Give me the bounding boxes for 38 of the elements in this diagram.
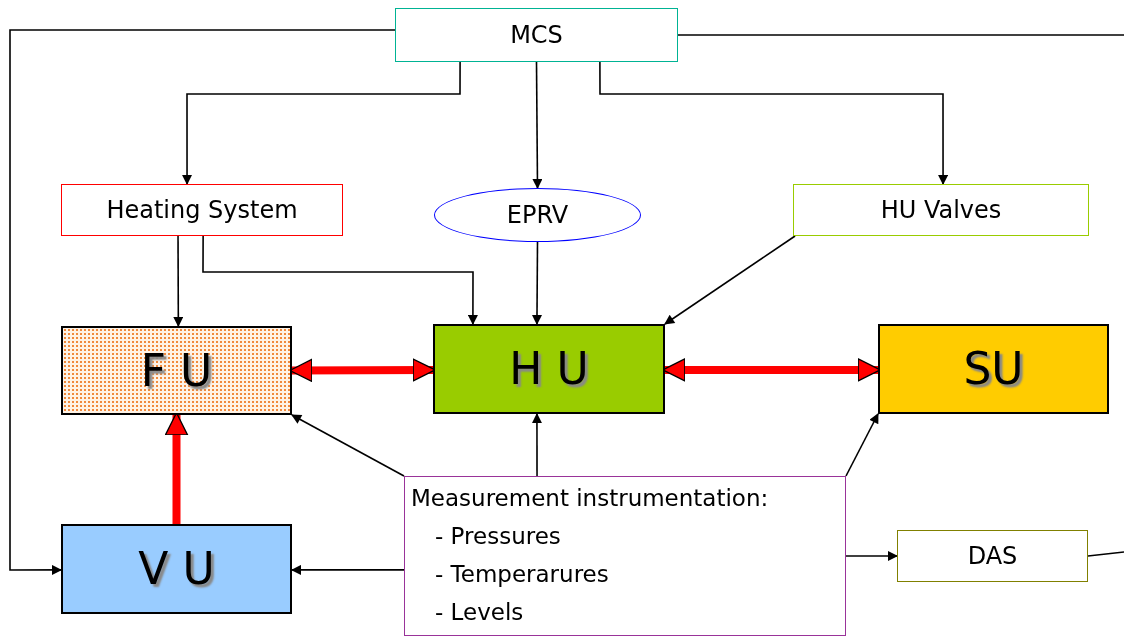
process-box — [395, 8, 678, 62]
arrow — [664, 235, 796, 325]
unit-box — [61, 326, 292, 415]
unit-box — [61, 524, 292, 614]
node-label: H U — [509, 342, 589, 396]
process-box — [793, 184, 1089, 236]
arrow — [173, 235, 184, 327]
node-label: SU — [963, 342, 1024, 396]
connector-line — [677, 34, 1124, 36]
node-label: EPRV — [506, 200, 569, 231]
list-item: - Pressures — [434, 522, 562, 551]
node-label: V U — [138, 542, 215, 596]
list-item: - Temperarures — [434, 560, 610, 589]
node-label: F U — [140, 343, 213, 398]
note-box — [404, 476, 846, 636]
arrow — [599, 61, 949, 185]
arrow — [202, 235, 478, 325]
node-label: DAS — [967, 541, 1018, 572]
arrow — [291, 414, 405, 477]
arrow — [845, 413, 879, 477]
process-box — [897, 530, 1088, 582]
connector-line — [1087, 551, 1124, 557]
process-box — [61, 184, 343, 236]
arrow — [291, 564, 405, 575]
node-label: HU Valves — [880, 195, 1002, 226]
unit-box — [433, 324, 665, 414]
node-label: Heating System — [106, 195, 298, 226]
arrow — [182, 61, 461, 185]
arrow — [532, 61, 543, 189]
arrow — [289, 358, 436, 383]
arrow — [531, 413, 542, 477]
box-heading: Measurement instrumentation: — [411, 484, 770, 513]
unit-box — [878, 324, 1109, 414]
arrow — [532, 241, 542, 325]
arrow — [845, 551, 898, 561]
arrow — [9, 29, 396, 575]
list-item: - Levels — [434, 598, 525, 627]
node-label: MCS — [510, 20, 563, 51]
